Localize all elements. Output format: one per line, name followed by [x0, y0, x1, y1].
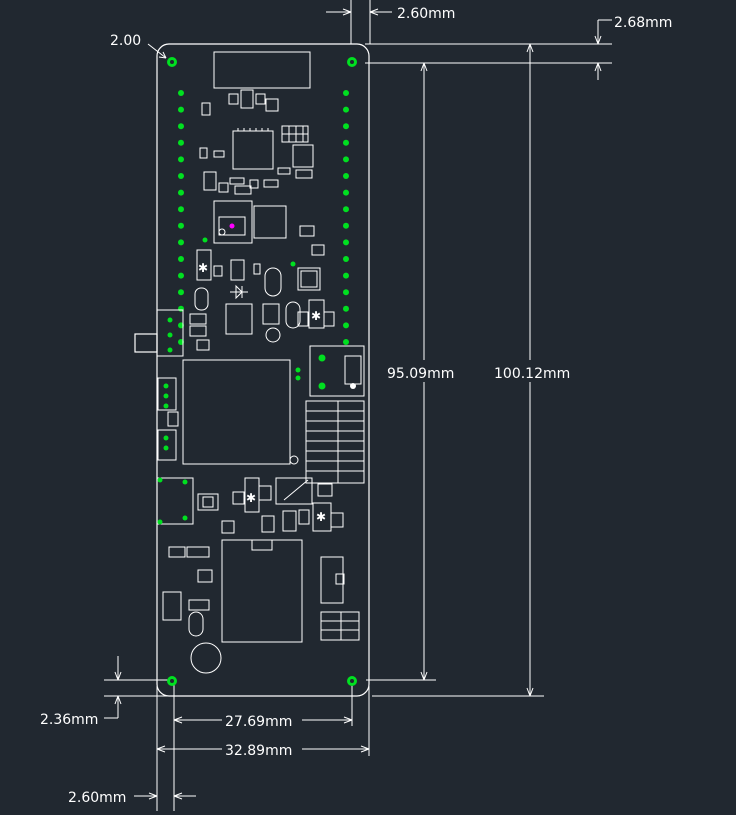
header-pin-pad — [178, 222, 184, 229]
header-pin-pad — [178, 256, 184, 262]
header-pin-pad — [343, 90, 349, 96]
connector-pads — [157, 237, 356, 525]
dim-hole-spacing-horizontal-label: 27.69mm — [225, 714, 292, 730]
header-pin-pad — [343, 189, 349, 196]
header-pin-pad — [178, 173, 184, 179]
dim-top-edge-offset-label: 2.68mm — [614, 15, 672, 31]
dim-board-height-label: 100.12mm — [494, 366, 570, 382]
header-pin-pad — [343, 322, 349, 329]
header-pins-right — [343, 90, 349, 345]
header-pin-pad — [343, 156, 349, 163]
header-pin-pad — [178, 90, 184, 96]
pcb-outline — [156, 43, 370, 697]
header-pin-pad — [178, 239, 184, 246]
mounting-holes — [167, 57, 357, 686]
header-pin-pad — [343, 339, 349, 345]
header-pin-pad — [343, 289, 349, 296]
dim-hole-spacing-vertical-label: 95.09mm — [387, 366, 454, 382]
dim-board-width: 32.89mm — [156, 686, 370, 811]
header-pin-pad — [343, 206, 349, 213]
dim-left-edge-offset: 2.60mm — [68, 726, 196, 811]
header-pin-pad — [343, 239, 349, 246]
dim-board-width-label: 32.89mm — [225, 743, 292, 759]
header-pin-pad — [178, 272, 184, 279]
header-pin-pad — [178, 139, 184, 146]
svg-text:✱: ✱ — [311, 309, 321, 323]
header-pin-pad — [178, 156, 184, 163]
dim-bottom-edge-offset-label: 2.36mm — [40, 712, 98, 728]
dim-hole-diameter: 2.00 — [110, 33, 167, 59]
svg-text:✱: ✱ — [246, 491, 256, 505]
header-pin-pad — [343, 272, 349, 279]
svg-text:✱: ✱ — [198, 261, 208, 275]
header-pin-pad — [178, 289, 184, 296]
header-pin-pad — [343, 256, 349, 262]
header-pin-pad — [178, 106, 184, 113]
header-pins-left — [178, 90, 184, 345]
dim-bottom-edge-offset: 2.36mm — [40, 656, 170, 728]
dim-left-edge-offset-label: 2.60mm — [68, 790, 126, 806]
svg-text:✱: ✱ — [316, 510, 326, 524]
header-pin-pad — [178, 123, 184, 130]
components: ✱ ✱ — [156, 51, 365, 674]
header-pin-pad — [343, 123, 349, 130]
header-pin-pad — [178, 189, 184, 196]
side-switch — [134, 333, 158, 353]
dim-top-hole-offset-label: 2.60mm — [397, 6, 455, 22]
header-pin-pad — [343, 139, 349, 146]
dim-hole-spacing-horizontal: 27.69mm — [173, 680, 353, 730]
dim-board-height: 100.12mm — [372, 43, 572, 697]
dim-hole-diameter-label: 2.00 — [110, 33, 141, 49]
header-pin-pad — [343, 173, 349, 179]
header-pin-pad — [343, 222, 349, 229]
dim-hole-spacing-vertical: 95.09mm — [366, 62, 464, 681]
header-pin-pad — [343, 305, 349, 312]
dim-top-edge-offset: 2.68mm — [365, 15, 672, 80]
header-pin-pad — [343, 106, 349, 113]
header-pin-pad — [178, 206, 184, 213]
dim-top-hole-offset: 2.60mm — [326, 0, 455, 44]
